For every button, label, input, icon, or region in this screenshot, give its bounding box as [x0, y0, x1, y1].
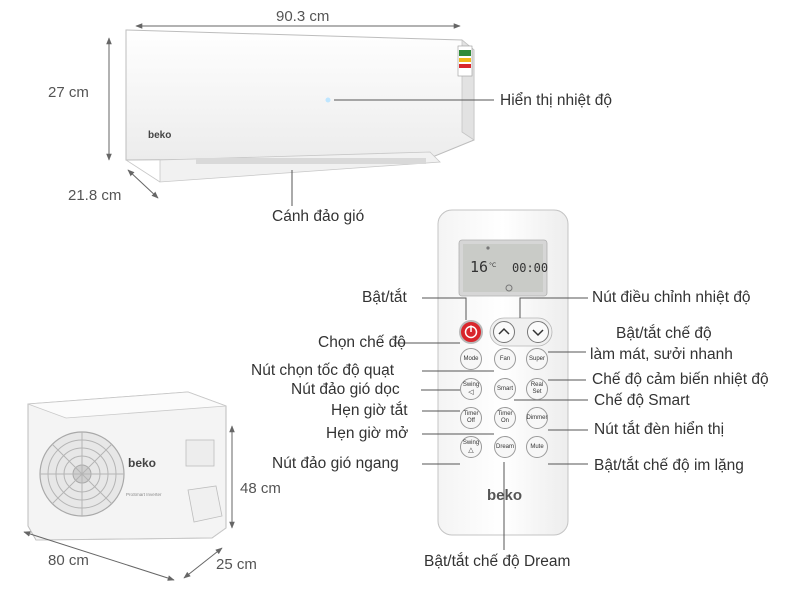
label-mode: Chọn chế độ: [318, 334, 406, 351]
mode-button[interactable]: Mode: [460, 348, 482, 370]
mute-button[interactable]: Mute: [526, 436, 548, 458]
label-smart: Chế độ Smart: [594, 392, 690, 409]
lcd-temperature: 16: [470, 258, 489, 276]
outdoor-brand-logo: beko: [128, 456, 157, 470]
timer-off-label-1: Timer: [463, 411, 479, 417]
outdoor-width-label: 80 cm: [48, 552, 89, 569]
indoor-display-light: [325, 97, 331, 103]
indoor-depth-label: 21.8 cm: [68, 187, 122, 204]
remote-callouts-left: [394, 297, 505, 550]
timer-on-label-2: On: [500, 418, 509, 424]
swing-horizontal-label: Swing: [462, 440, 480, 446]
depth-dimension-line: [127, 169, 159, 199]
indoor-brand-logo: beko: [148, 130, 172, 141]
lcd-time: 00:00: [512, 261, 549, 275]
label-dimmer: Nút tắt đèn hiển thị: [594, 421, 725, 438]
label-temp-adjust: Nút điều chỉnh nhiệt độ: [592, 289, 751, 306]
label-super-line2: làm mát, sưởi nhanh: [590, 346, 733, 363]
label-real-set: Chế độ cảm biến nhiệt độ: [592, 371, 769, 388]
timer-on-button[interactable]: Timer On: [494, 407, 516, 429]
power-button[interactable]: [459, 320, 483, 344]
swing-vertical-button[interactable]: Swing ◁: [460, 378, 482, 400]
fan-button-label: Fan: [499, 355, 511, 362]
label-power: Bật/tắt: [362, 289, 407, 306]
remote-callouts-right: [514, 297, 588, 465]
label-swing-vertical: Nút đảo gió dọc: [291, 381, 400, 398]
swing-vertical-label: Swing: [462, 382, 480, 388]
energy-label-sticker: [457, 45, 473, 77]
fan-button[interactable]: Fan: [494, 348, 516, 370]
label-super-line1: Bật/tắt chế độ: [616, 325, 712, 342]
swing-vertical-icon: ◁: [468, 389, 474, 396]
outdoor-height-label: 48 cm: [240, 480, 281, 497]
outdoor-unit: [27, 391, 227, 541]
real-label: Real: [530, 382, 544, 388]
outdoor-sub-label: ProSmart Inverter: [126, 492, 162, 497]
temp-down-button[interactable]: [527, 321, 549, 343]
chevron-up-icon: [498, 327, 510, 335]
timer-on-label-1: Timer: [497, 411, 513, 417]
power-icon: [464, 325, 478, 339]
label-louver: Cánh đảo gió: [272, 208, 365, 225]
indoor-unit: [125, 29, 475, 183]
label-fan: Nút chọn tốc độ quạt: [251, 362, 395, 379]
label-timer-off: Hẹn giờ tắt: [331, 402, 408, 419]
dream-button[interactable]: Dream: [494, 436, 516, 458]
smart-button[interactable]: Smart: [494, 378, 516, 400]
smart-button-label: Smart: [496, 385, 513, 392]
super-button-label: Super: [528, 355, 545, 362]
label-mute: Bật/tắt chế độ im lặng: [594, 457, 744, 474]
outdoor-depth-label: 25 cm: [216, 556, 257, 573]
lcd-temperature-unit: °C: [489, 262, 497, 269]
dimmer-button-label: Dimmer: [526, 414, 548, 421]
label-timer-on: Hẹn giờ mở: [326, 425, 409, 442]
outdoor-width-line: [23, 531, 175, 581]
temp-up-button[interactable]: [493, 321, 515, 343]
label-temp-display: Hiển thị nhiệt độ: [500, 92, 613, 109]
set-label: Set: [532, 389, 542, 395]
indoor-height-label: 27 cm: [48, 84, 89, 101]
dream-button-label: Dream: [495, 443, 514, 450]
mode-button-label: Mode: [463, 355, 479, 362]
label-dream: Bật/tắt chế độ Dream: [424, 553, 571, 570]
label-swing-horizontal: Nút đảo gió ngang: [272, 455, 399, 472]
chevron-down-icon: [532, 329, 544, 337]
indoor-width-label: 90.3 cm: [276, 8, 330, 25]
timer-off-button[interactable]: Timer Off: [460, 407, 482, 429]
remote-brand-logo: beko: [487, 487, 523, 504]
outdoor-depth-line: [183, 547, 223, 579]
real-set-button[interactable]: Real Set: [526, 378, 548, 400]
dimmer-button[interactable]: Dimmer: [526, 407, 548, 429]
mute-button-label: Mute: [530, 443, 544, 450]
super-button[interactable]: Super: [526, 348, 548, 370]
swing-horizontal-icon: △: [468, 447, 474, 454]
swing-horizontal-button[interactable]: Swing △: [460, 436, 482, 458]
timer-off-label-2: Off: [467, 418, 475, 424]
